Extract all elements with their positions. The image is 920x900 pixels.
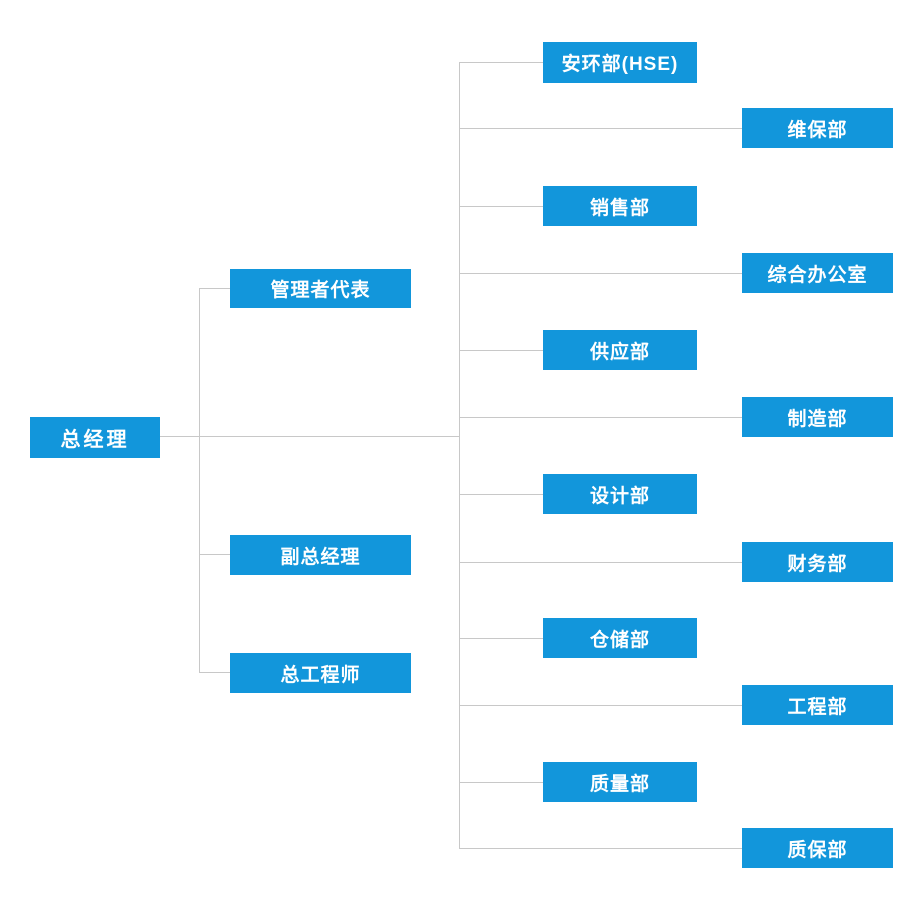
node-qa: 质保部 bbox=[742, 828, 893, 868]
connector-maintenance bbox=[459, 128, 743, 129]
connector-warehouse bbox=[459, 638, 544, 639]
node-management-rep: 管理者代表 bbox=[230, 269, 411, 308]
node-quality: 质量部 bbox=[543, 762, 697, 802]
node-supply: 供应部 bbox=[543, 330, 697, 370]
connector-root bbox=[160, 436, 460, 437]
node-finance: 财务部 bbox=[742, 542, 893, 582]
connector-deputy-gm bbox=[199, 554, 231, 555]
node-manufacturing: 制造部 bbox=[742, 397, 893, 437]
connector-management-rep bbox=[199, 288, 231, 289]
connector-supply bbox=[459, 350, 544, 351]
node-general-office: 综合办公室 bbox=[742, 253, 893, 293]
connector-finance bbox=[459, 562, 743, 563]
node-sales: 销售部 bbox=[543, 186, 697, 226]
connector-general-office bbox=[459, 273, 743, 274]
node-design: 设计部 bbox=[543, 474, 697, 514]
connector-manufacturing bbox=[459, 417, 743, 418]
connector-quality bbox=[459, 782, 544, 783]
node-chief-engineer: 总工程师 bbox=[230, 653, 411, 693]
connector-left-trunk bbox=[199, 289, 200, 673]
connector-qa bbox=[459, 848, 743, 849]
node-warehouse: 仓储部 bbox=[543, 618, 697, 658]
connector-hse bbox=[459, 62, 544, 63]
connector-design bbox=[459, 494, 544, 495]
node-deputy-gm: 副总经理 bbox=[230, 535, 411, 575]
node-maintenance: 维保部 bbox=[742, 108, 893, 148]
connector-chief-engineer bbox=[199, 672, 231, 673]
connector-engineering bbox=[459, 705, 743, 706]
node-engineering: 工程部 bbox=[742, 685, 893, 725]
node-hse: 安环部(HSE) bbox=[543, 42, 697, 83]
node-general-manager: 总经理 bbox=[30, 417, 160, 458]
connector-sales bbox=[459, 206, 544, 207]
connector-right-trunk bbox=[459, 62, 460, 848]
